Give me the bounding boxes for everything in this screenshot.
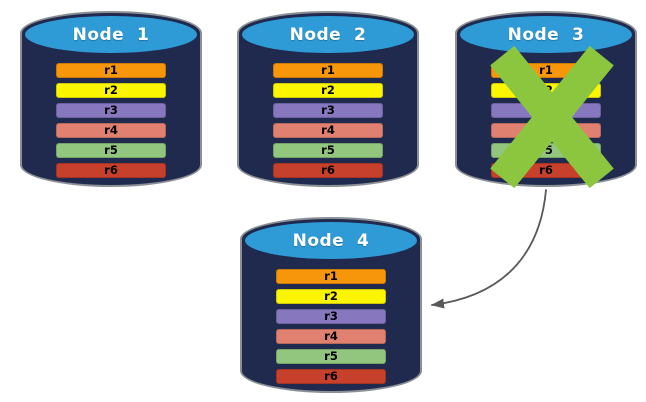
node-label: Node 2 [289,24,367,45]
record-list: r1 r2 r3 r4 r5 r6 [56,63,166,178]
record-bar: r4 [276,329,386,344]
record-label: r1 [321,62,335,77]
record-label: r1 [104,62,118,77]
record-label: r6 [321,162,335,177]
record-bar: r2 [276,289,386,304]
record-label: r4 [324,328,338,343]
record-list: r1 r2 r3 r4 r5 r6 [276,269,386,384]
node-4: Node 4 r1 r2 r3 r4 r5 r6 [240,217,422,393]
record-label: r5 [539,142,553,157]
cylinder-top: Node 3 [460,16,632,53]
cylinder-top: Node 2 [242,16,414,53]
record-label: r2 [324,288,338,303]
record-bar: r1 [56,63,166,78]
record-bar: r4 [56,123,166,138]
record-label: r3 [321,102,335,117]
cylinder-top: Node 4 [245,222,417,259]
record-bar: r5 [276,349,386,364]
record-bar: r2 [273,83,383,98]
record-bar: r1 [273,63,383,78]
record-list: r1 r2 r3 r4 r5 r6 [273,63,383,178]
record-bar: r1 [276,269,386,284]
record-label: r5 [324,348,338,363]
record-bar: r2 [56,83,166,98]
record-bar: r3 [56,103,166,118]
record-label: r1 [324,268,338,283]
record-label: r5 [104,142,118,157]
record-label: r3 [324,308,338,323]
node-label: Node 4 [292,230,370,251]
record-bar: r6 [276,369,386,384]
record-bar: r5 [273,143,383,158]
record-label: r4 [321,122,335,137]
record-bar: r6 [56,163,166,178]
record-label: r2 [104,82,118,97]
record-label: r6 [324,368,338,383]
record-label: r6 [539,162,553,177]
record-label: r4 [104,122,118,137]
record-label: r2 [321,82,335,97]
node-1: Node 1 r1 r2 r3 r4 r5 r6 [20,11,202,187]
node-label: Node 3 [507,24,585,45]
record-bar: r6 [273,163,383,178]
record-label: r1 [539,62,553,77]
record-label: r5 [321,142,335,157]
node-3: Node 3 r1 r2 r3 r4 r5 r6 [455,11,637,189]
node-label: Node 1 [72,24,150,45]
record-bar: r4 [273,123,383,138]
cylinder-top: Node 1 [25,16,197,53]
record-bar: r5 [56,143,166,158]
record-label: r3 [104,102,118,117]
record-bar: r3 [276,309,386,324]
record-bar: r3 [273,103,383,118]
node-2: Node 2 r1 r2 r3 r4 r5 r6 [237,11,419,187]
record-label: r6 [104,162,118,177]
